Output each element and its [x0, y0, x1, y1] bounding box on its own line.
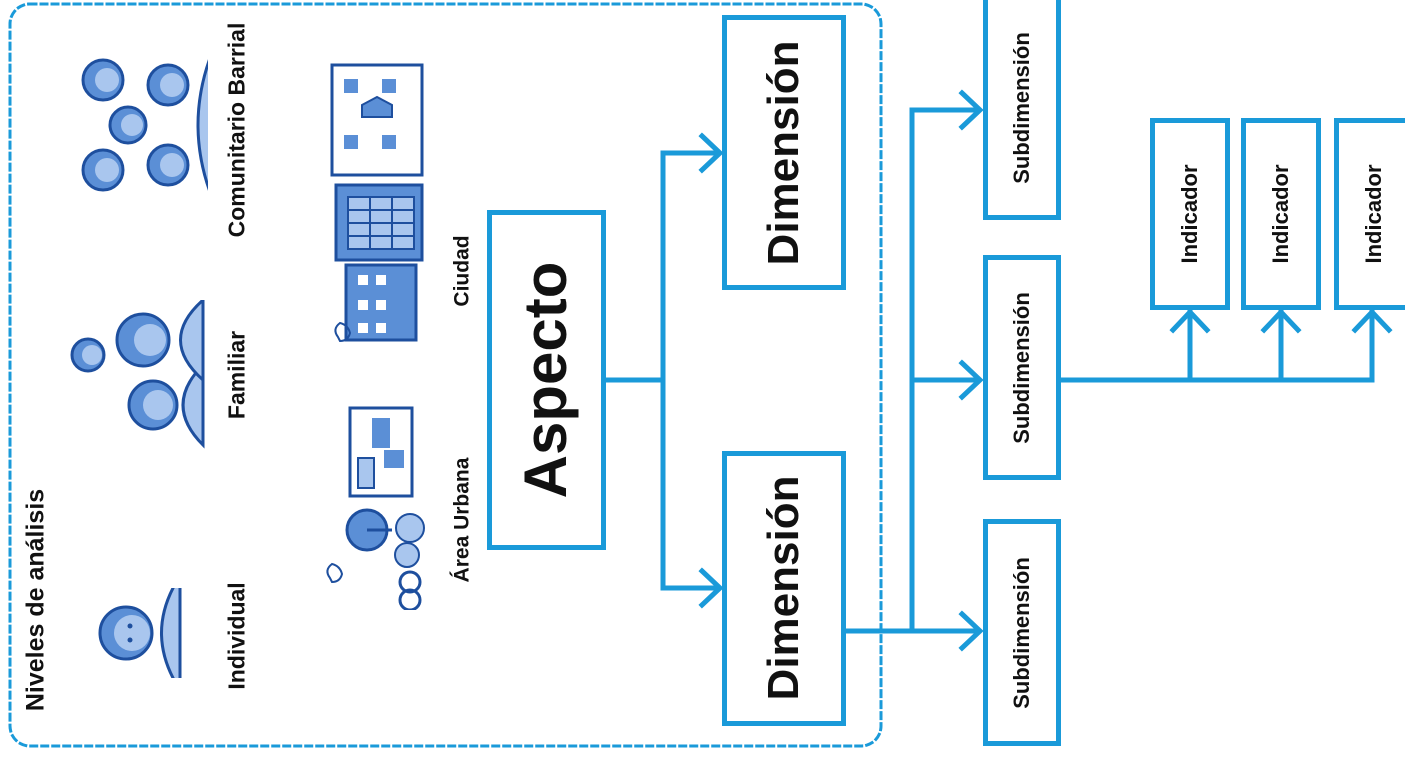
- subdimension-label-top: Subdimensión: [1009, 32, 1034, 184]
- connector-aspect-dimensions: [603, 150, 719, 591]
- arrow-indicator-1: [1169, 308, 1211, 334]
- arrow-indicator-2: [1260, 308, 1302, 334]
- connector-subdimension-indicators: [1058, 309, 1375, 383]
- urban-area-icon: [326, 406, 425, 610]
- level-label-individual: Individual: [223, 582, 250, 690]
- subdimension-box-middle: [983, 255, 1061, 480]
- subdimension-label-middle: Subdimensión: [1009, 292, 1034, 444]
- level-label-familiar: Familiar: [223, 330, 250, 420]
- arrow-subdimension-bottom: [958, 610, 984, 652]
- arrow-subdimension-top: [958, 89, 984, 131]
- community-icon: [81, 49, 208, 201]
- indicator-label-3: Indicador: [1361, 164, 1386, 264]
- family-icon: [70, 300, 205, 449]
- dimension-label-top: Dimensión: [759, 40, 808, 266]
- city-icon: [330, 63, 424, 343]
- person-icon: [98, 588, 182, 678]
- indicator-label-1: Indicador: [1177, 164, 1202, 264]
- scale-label-ciudad: Ciudad: [450, 235, 474, 307]
- level-label-comunitario: Comunitario Barrial: [223, 22, 250, 238]
- arrow-dimension-top: [698, 132, 724, 174]
- arrow-subdimension-middle: [958, 359, 984, 401]
- aspect-box: [487, 210, 606, 550]
- arrow-dimension-bottom: [698, 567, 724, 609]
- dimension-box-top: [722, 15, 846, 290]
- indicator-box-2: [1241, 118, 1321, 310]
- arrow-indicator-3: [1351, 308, 1393, 334]
- panel-title: Niveles de análisis: [21, 488, 50, 712]
- indicator-box-1: [1150, 118, 1230, 310]
- subdimension-box-top: [983, 0, 1061, 220]
- indicator-box-3: [1334, 118, 1405, 310]
- analysis-panel-border: [8, 2, 883, 748]
- dimension-label-bottom: Dimensión: [759, 475, 808, 701]
- connector-dimension-subdimensions: [843, 107, 981, 634]
- indicator-label-2: Indicador: [1268, 164, 1293, 264]
- subdimension-label-bottom: Subdimensión: [1009, 557, 1034, 709]
- aspect-label: Aspecto: [512, 261, 579, 499]
- dimension-box-bottom: [722, 451, 846, 726]
- scale-label-area-urbana: Área Urbana: [450, 457, 474, 583]
- subdimension-box-bottom: [983, 519, 1061, 746]
